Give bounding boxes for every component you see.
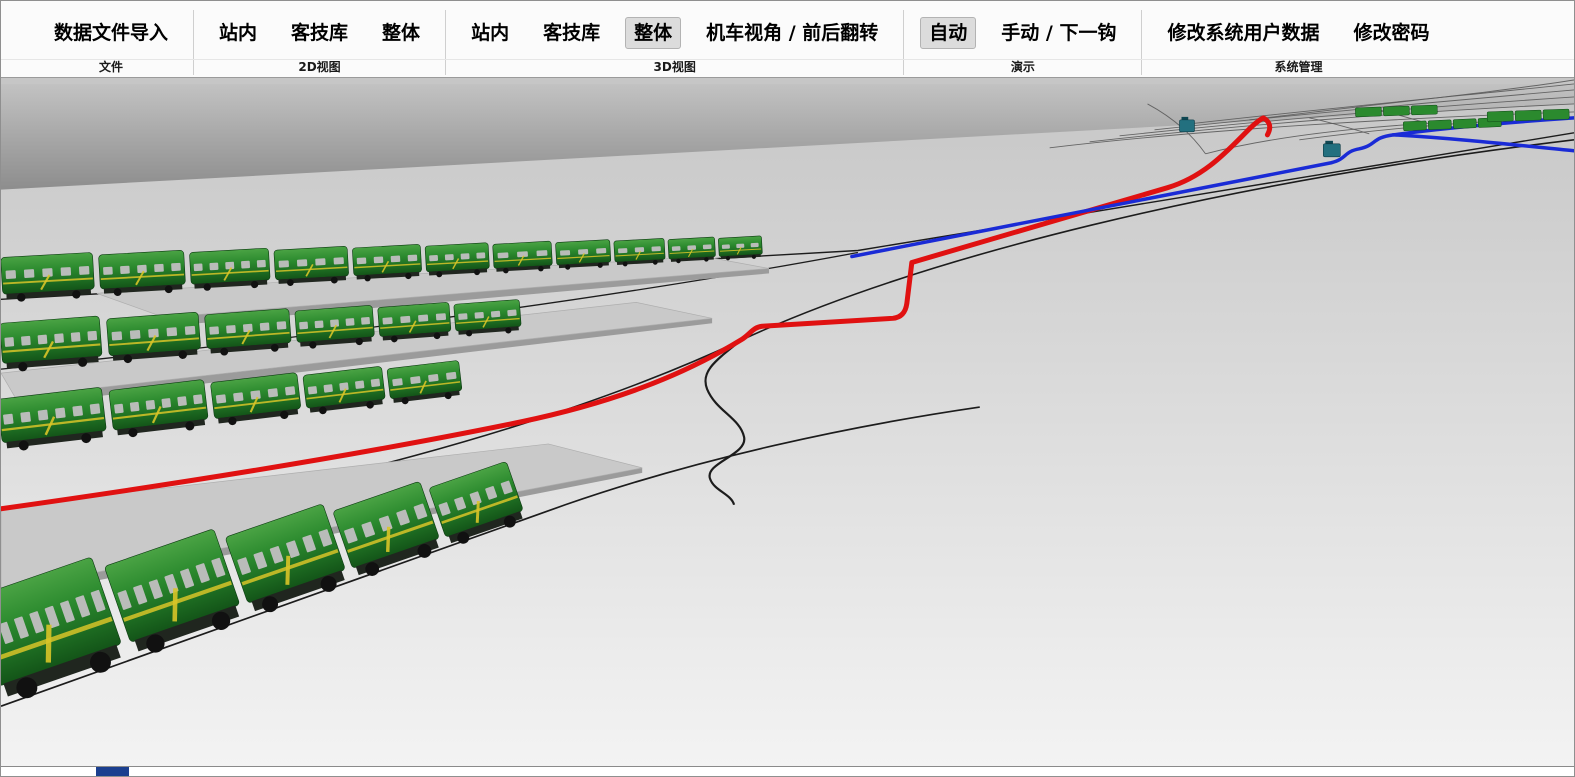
toolbar-button-overall-2d[interactable]: 整体 [382, 21, 421, 44]
train-car [1, 252, 95, 302]
distant-train [1355, 104, 1438, 118]
train [1, 299, 522, 372]
train [1, 461, 523, 699]
toolbar-button-overall-3d[interactable]: 整体 [625, 16, 682, 50]
toolbar-group-system: 修改系统用户数据 修改密码系统管理 [1141, 10, 1454, 75]
route-blue [1391, 133, 1574, 153]
locomotive [1323, 140, 1341, 158]
train-car [1, 387, 107, 451]
train-car [424, 242, 490, 278]
distant-train [1403, 117, 1502, 132]
train-car [667, 236, 716, 264]
train-car [104, 529, 240, 653]
toolbar-group-view-3d: 站内 客技库 整体 机车视角 / 前后翻转 3D视图 [445, 10, 903, 75]
train-car [453, 299, 522, 337]
train-car [204, 308, 292, 356]
train-car [98, 250, 186, 297]
toolbar-group-label-demo: 演示 [1010, 60, 1035, 74]
distant-train [1486, 108, 1570, 123]
toolbar-button-depot-3d[interactable]: 客技库 [543, 21, 601, 44]
train-car [718, 235, 763, 261]
train-car [613, 238, 666, 267]
bottom-bar [1, 766, 1574, 776]
3d-viewport[interactable] [1, 78, 1574, 766]
train-car [1, 557, 121, 699]
toolbar-button-import-data-file[interactable]: 数据文件导入 [54, 21, 169, 44]
train-car [273, 246, 349, 286]
toolbar-group-demo: 自动 手动 / 下一钩演示 [903, 10, 1141, 75]
toolbar-button-station-3d[interactable]: 站内 [471, 21, 510, 44]
toolbar-button-loco-view-flip[interactable]: 机车视角 / 前后翻转 [706, 21, 879, 44]
train-car [106, 311, 201, 364]
locomotive [1179, 116, 1195, 133]
siding-s-curve [704, 339, 746, 506]
train-car [386, 360, 463, 405]
toolbar-button-auto[interactable]: 自动 [920, 16, 977, 50]
route-red [1, 115, 1273, 512]
train-car [377, 302, 452, 343]
train-car [429, 461, 523, 544]
train-car [294, 305, 375, 349]
toolbar-button-manual-next-hook[interactable]: 手动 / 下一钩 [1001, 21, 1117, 44]
toolbar-button-depot-2d[interactable]: 客技库 [291, 21, 349, 44]
toolbar-group-label-view-3d: 3D视图 [653, 60, 696, 74]
train-car [210, 372, 301, 426]
toolbar-button-change-password[interactable]: 修改密码 [1353, 21, 1430, 44]
bottom-chip [96, 767, 129, 776]
toolbar-button-edit-system-user-data[interactable]: 修改系统用户数据 [1167, 21, 1320, 44]
train-car [189, 247, 271, 291]
yard-track-line [1309, 117, 1370, 135]
ground-plane [1, 78, 1574, 766]
train-car [302, 366, 386, 415]
train-car [108, 379, 209, 438]
toolbar-group-file: 数据文件导入文件 [29, 10, 193, 75]
train-car [333, 481, 439, 576]
toolbar-group-view-2d: 站内 客技库 整体 2D视图 [193, 10, 445, 75]
scene-canvas [1, 78, 1574, 766]
toolbar-group-label-system: 系统管理 [1274, 60, 1323, 74]
toolbar-group-label-file: 文件 [99, 60, 124, 74]
yard-track-line [1249, 79, 1574, 121]
track-line [1, 406, 980, 707]
yard-track-line [1089, 103, 1574, 143]
toolbar-groups: 数据文件导入文件 站内 客技库 整体 2D视图 站内 客技库 整体 机车视角 / 前后翻转 3D视… [29, 10, 1574, 75]
toolbar-button-station-2d[interactable]: 站内 [219, 21, 258, 44]
train-car [492, 240, 553, 274]
train-car [555, 239, 612, 270]
train-car [352, 244, 422, 282]
train-car [225, 504, 345, 613]
toolbar: 数据文件导入文件 站内 客技库 整体 2D视图 站内 客技库 整体 机车视角 / 前后翻转 3D视… [1, 1, 1574, 78]
toolbar-group-label-view-2d: 2D视图 [298, 60, 341, 74]
yard-track-line [1189, 83, 1574, 125]
train [1, 360, 463, 451]
horizon-band [1, 83, 1574, 190]
train-car [1, 315, 103, 372]
train [1, 235, 763, 302]
